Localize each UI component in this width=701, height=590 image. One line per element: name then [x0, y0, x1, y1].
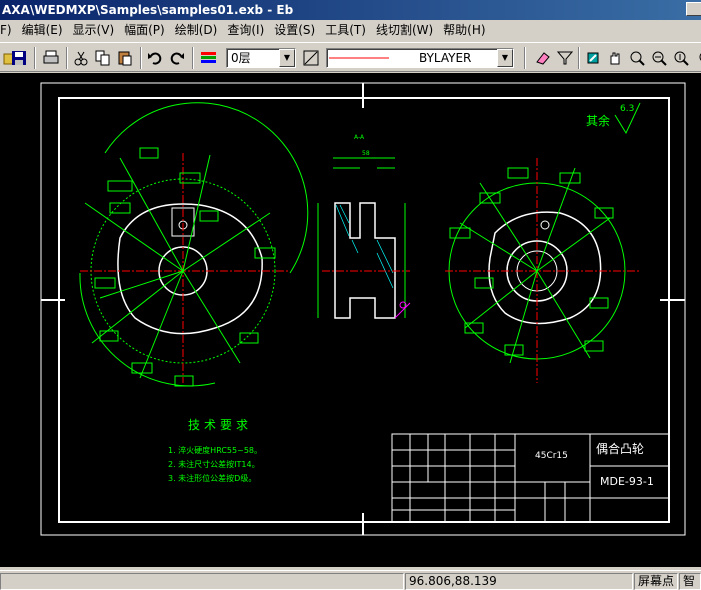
copy-icon — [95, 50, 110, 66]
toolbar-separator — [524, 47, 526, 69]
title-block: 45Cr15 偶合凸轮 MDE-93-1 — [391, 433, 670, 523]
section-dim-top: 58 — [362, 150, 370, 157]
linetype-select-value: BYLAYER — [419, 51, 472, 65]
roughness-label: 其余 — [586, 113, 610, 128]
redraw-icon — [587, 52, 599, 64]
zoom-all-icon — [699, 53, 701, 61]
tech-item-3: 3. 未注形位公差按D级。 — [168, 473, 256, 483]
print-button[interactable] — [40, 47, 62, 69]
zoom-window-button[interactable] — [626, 47, 648, 69]
zoom-all-button[interactable] — [692, 47, 701, 69]
menu-view[interactable]: 显示(V) — [72, 23, 115, 37]
section-label: A-A — [354, 134, 365, 141]
zoom-out-icon — [674, 51, 689, 66]
tech-item-2: 2. 未注尺寸公差按IT14。 — [168, 459, 260, 469]
section-view: A-A 58 — [317, 134, 411, 319]
redraw-button[interactable] — [582, 47, 604, 69]
zoom-out-button[interactable] — [670, 47, 692, 69]
toolbar: 0层 ▼ BYLAYER ▼ — [0, 42, 701, 72]
toolbar-separator — [66, 47, 68, 69]
tech-title: 技术要求 — [188, 418, 252, 432]
eraser-button[interactable] — [532, 47, 554, 69]
status-message — [0, 573, 404, 590]
toolbar-separator — [140, 47, 142, 69]
status-bar: 96.806,88.139 屏幕点 智 — [0, 570, 701, 590]
paste-button[interactable] — [114, 47, 136, 69]
menu-settings[interactable]: 设置(S) — [274, 23, 316, 37]
roughness-value: 6.3 — [620, 104, 634, 114]
filter-button[interactable] — [554, 47, 576, 69]
pan-button[interactable] — [604, 47, 626, 69]
part-name: 偶合凸轮 — [596, 441, 644, 456]
save-icon — [12, 51, 26, 65]
layers-icon — [201, 52, 216, 63]
scroll-strip — [0, 567, 701, 570]
roughness-symbol — [614, 102, 641, 135]
menu-help[interactable]: 帮助(H) — [443, 23, 486, 37]
toolbar-separator — [192, 47, 194, 69]
linetype-button[interactable] — [300, 47, 322, 69]
linetype-select[interactable]: BYLAYER ▼ — [326, 48, 514, 68]
layer-select-value: 0层 — [231, 51, 251, 65]
save-button[interactable] — [8, 47, 30, 69]
toolbar-separator — [34, 47, 36, 69]
tech-item-1: 1. 淬火硬度HRC55~58。 — [168, 445, 262, 455]
menu-query[interactable]: 查询(I) — [227, 23, 265, 37]
inner-frame — [58, 97, 670, 523]
filter-icon — [557, 51, 573, 65]
status-extra[interactable]: 智 — [679, 573, 701, 590]
drawing-svg[interactable]: 其余 6.3 — [0, 73, 701, 567]
layer-select[interactable]: 0层 ▼ — [226, 48, 296, 68]
redo-button[interactable] — [166, 47, 188, 69]
title-bar: AXA\WEDMXP\Samples\samples01.exb - Eb — [0, 0, 701, 20]
toolbar-separator — [578, 47, 580, 69]
hand-icon — [610, 52, 620, 65]
menu-edit[interactable]: 编辑(E) — [21, 23, 63, 37]
zoom-window-icon — [630, 51, 645, 66]
drawing-number: MDE-93-1 — [600, 475, 654, 488]
window-title: AXA\WEDMXP\Samples\samples01.exb - Eb — [2, 3, 294, 17]
menu-tools[interactable]: 工具(T) — [325, 23, 366, 37]
print-icon — [43, 50, 59, 64]
material-text: 45Cr15 — [535, 451, 568, 461]
menu-file[interactable]: F) — [0, 23, 12, 37]
menu-wirecut[interactable]: 线切割(W) — [375, 23, 434, 37]
redo-icon — [170, 52, 184, 65]
linetype-icon — [303, 50, 319, 66]
paste-icon — [118, 51, 132, 66]
drawing-canvas[interactable]: 其余 6.3 — [0, 73, 701, 567]
menu-draw[interactable]: 绘制(D) — [174, 23, 218, 37]
right-cam-view — [445, 158, 640, 383]
menu-sheet[interactable]: 幅面(P) — [124, 23, 165, 37]
copy-button[interactable] — [92, 47, 114, 69]
eraser-icon — [536, 52, 550, 65]
scissors-icon — [74, 51, 88, 66]
left-cam-view — [79, 102, 309, 387]
zoom-in-button[interactable] — [648, 47, 670, 69]
undo-icon — [148, 52, 162, 65]
cut-button[interactable] — [70, 47, 92, 69]
zoom-in-icon — [652, 51, 667, 66]
status-snap-mode[interactable]: 屏幕点 — [634, 573, 678, 590]
line-sample-icon — [329, 57, 389, 59]
minimize-button[interactable] — [686, 2, 701, 16]
chevron-down-icon[interactable]: ▼ — [497, 49, 513, 67]
undo-button[interactable] — [144, 47, 166, 69]
status-coordinates: 96.806,88.139 — [405, 573, 633, 590]
chevron-down-icon[interactable]: ▼ — [279, 49, 295, 67]
menu-bar: F) 编辑(E) 显示(V) 幅面(P) 绘制(D) 查询(I) 设置(S) 工… — [0, 20, 701, 40]
layer-manager-button[interactable] — [198, 47, 220, 69]
